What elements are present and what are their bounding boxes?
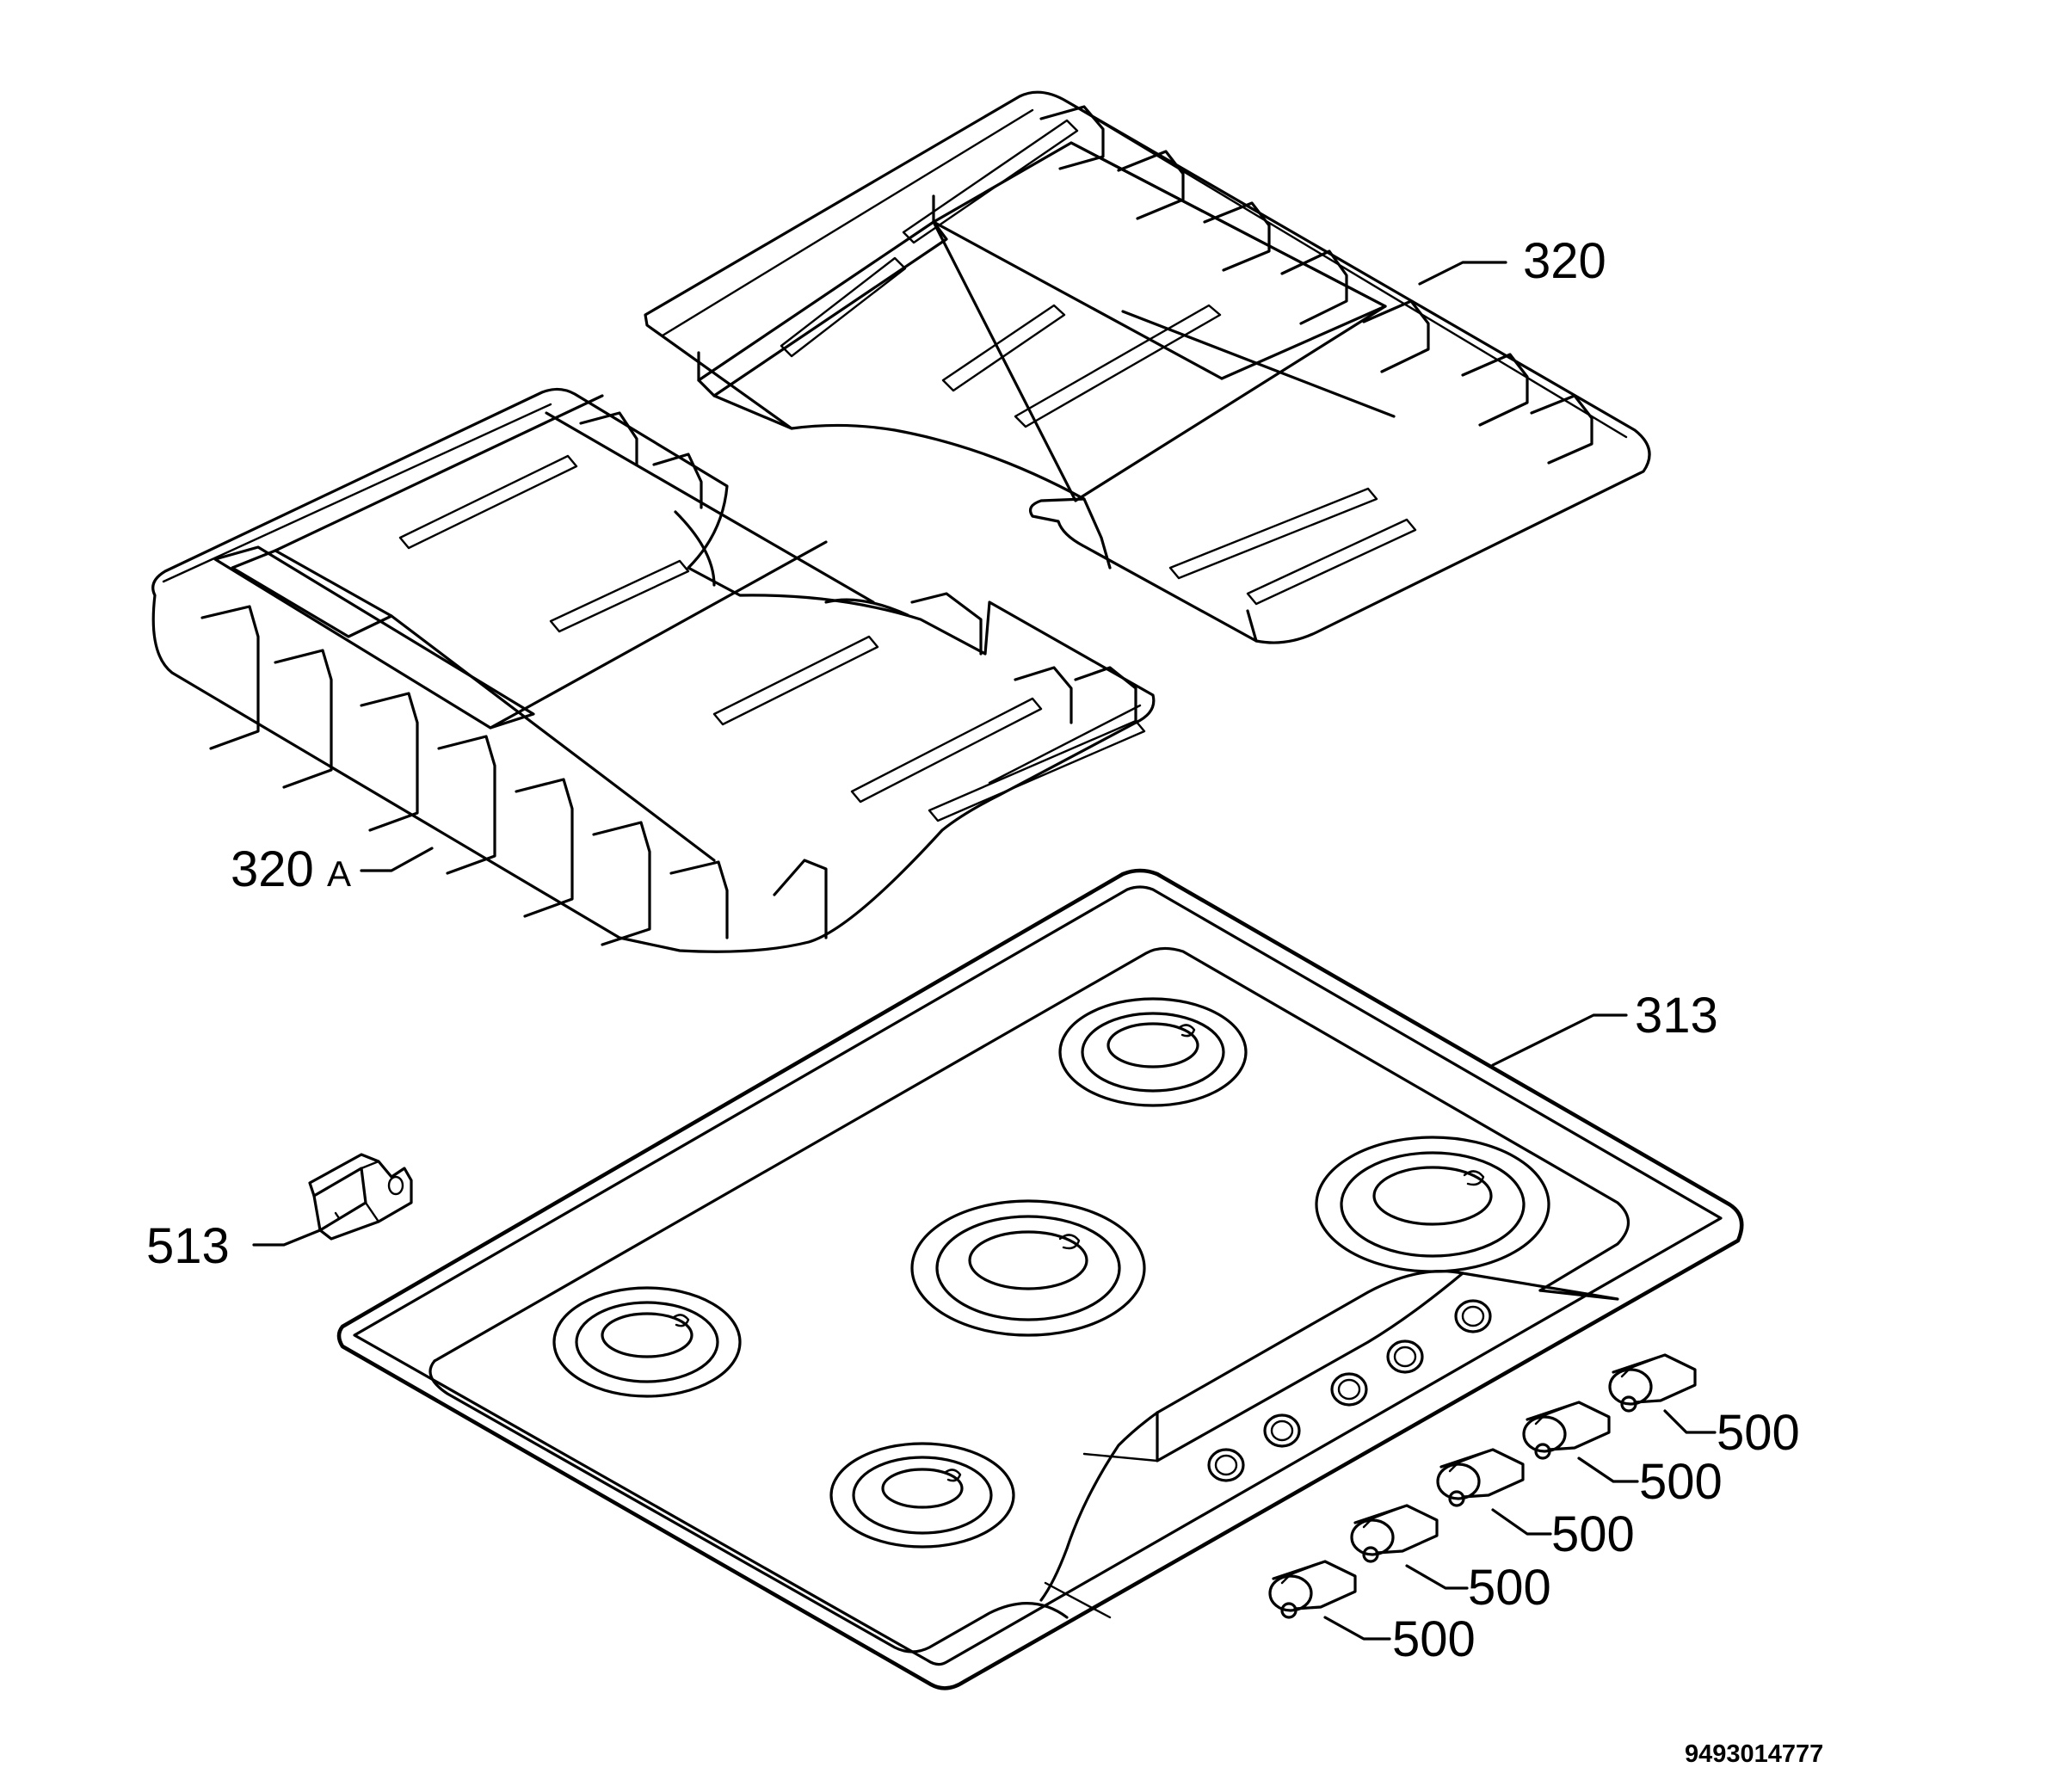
label-320a-suffix: A: [327, 853, 351, 894]
label-500-knob-2: 500: [1468, 1560, 1551, 1616]
label-500-knob-3: 500: [1551, 1506, 1635, 1562]
control-knob-2: [1350, 1504, 1439, 1563]
label-320a-number: 320: [231, 841, 314, 897]
control-knob-4: [1522, 1401, 1611, 1460]
reference-number: 9493014777: [1685, 1740, 1823, 1768]
knob-hole-5: [1454, 1299, 1492, 1333]
label-500-knob-1: 500: [1392, 1611, 1476, 1667]
hob-top: [336, 868, 1744, 1690]
burner-front-left: [552, 1286, 742, 1398]
label-313: 313: [1635, 988, 1718, 1044]
pan-support-right: [644, 90, 1651, 644]
burner-front-center: [829, 1442, 1015, 1549]
burner-rear-right: [1315, 1136, 1550, 1273]
burner-rear-left: [1058, 997, 1248, 1107]
control-knob-5: [1608, 1353, 1697, 1413]
label-500-knob-5: 500: [1717, 1405, 1800, 1461]
leader-lines: [252, 261, 1717, 1641]
knob-hole-2: [1263, 1413, 1301, 1448]
control-knob-1: [1268, 1560, 1357, 1619]
knob-hole-1: [1207, 1448, 1245, 1482]
label-320: 320: [1523, 233, 1606, 289]
knob-hole-3: [1330, 1372, 1368, 1407]
label-513: 513: [146, 1218, 230, 1274]
pan-support-left: [151, 387, 1156, 953]
fixing-clip: [308, 1153, 413, 1241]
label-500-knob-4: 500: [1639, 1454, 1723, 1510]
control-knob-3: [1436, 1448, 1525, 1507]
knob-hole-4: [1386, 1339, 1424, 1374]
burner-center: [910, 1199, 1146, 1337]
